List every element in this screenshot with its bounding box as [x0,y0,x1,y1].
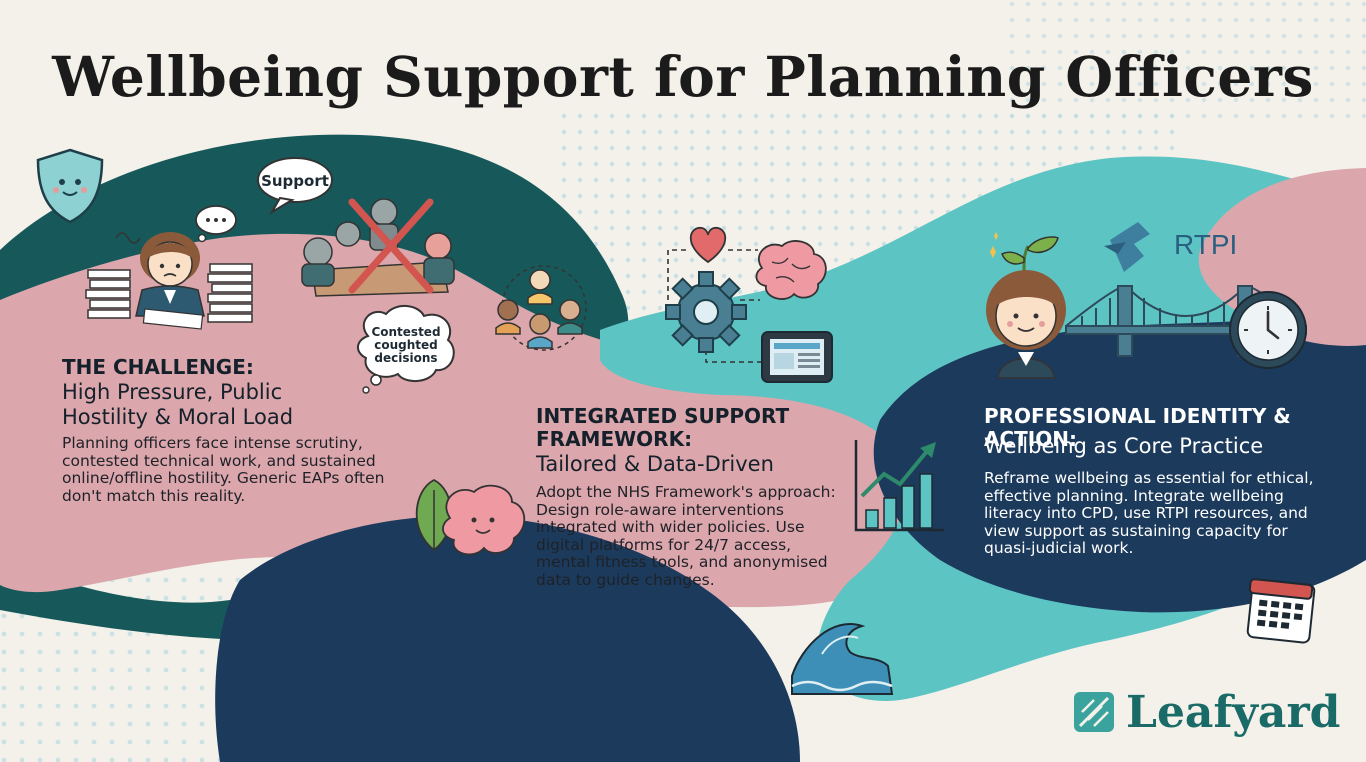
shield-icon [36,148,104,224]
contested-line2: coughted [374,338,438,352]
heart-icon [689,227,727,264]
gear-icon [665,271,747,353]
stressed-officer-icon [85,232,253,330]
navy-wave-bottom [215,515,801,762]
framework-body: Adopt the NHS Framework's approach: Desi… [536,483,836,589]
brain-icon [755,240,827,300]
tablet-icon [761,331,833,383]
teal-wave-bottom [0,560,260,640]
identity-body: Reframe wellbeing as essential for ethic… [984,469,1314,557]
challenge-body: Planning officers face intense scrutiny,… [62,434,385,505]
contested-line3: decisions [374,351,437,365]
brand-wordmark: Leafyard [1126,686,1341,738]
support-bubble-icon: Support [257,157,333,215]
framework-subheading: Tailored & Data-Driven [536,452,774,476]
brand-logo: Leafyard [1072,684,1340,740]
contested-bubble-icon: Contested coughted decisions [357,305,455,394]
framework-heading: INTEGRATED SUPPORT FRAMEWORK: [536,404,790,451]
identity-heading: PROFESSIONAL IDENTITY & ACTION: [984,404,1291,451]
navy-wave-right [873,300,1366,613]
conflict-meeting-icon [301,198,455,297]
support-bubble-label: Support [261,172,329,190]
page-title: Wellbeing Support for Planning Officers [52,44,1314,109]
contested-line1: Contested [371,325,440,339]
calendar-icon [1246,578,1316,644]
rtpi-logo-icon [1104,222,1150,272]
dot-texture-topright [1000,0,1366,130]
sprout-head-officer-icon [986,232,1066,379]
people-network-icon [495,265,587,351]
challenge-heading: THE CHALLENGE: [62,355,254,379]
thought-bubble-icon [195,205,237,243]
wave-icon [791,623,894,695]
pink-wave [0,233,931,612]
rtpi-label: RTPI [1174,229,1237,260]
challenge-subheading: High Pressure, Public Hostility & Moral … [62,380,294,429]
happy-brain-icon [442,484,526,556]
growth-chart-icon [854,440,944,532]
identity-subheading: Wellbeing as Core Practice [984,434,1264,458]
clock-icon [1229,291,1307,369]
leafyard-logo-icon [1074,692,1114,732]
